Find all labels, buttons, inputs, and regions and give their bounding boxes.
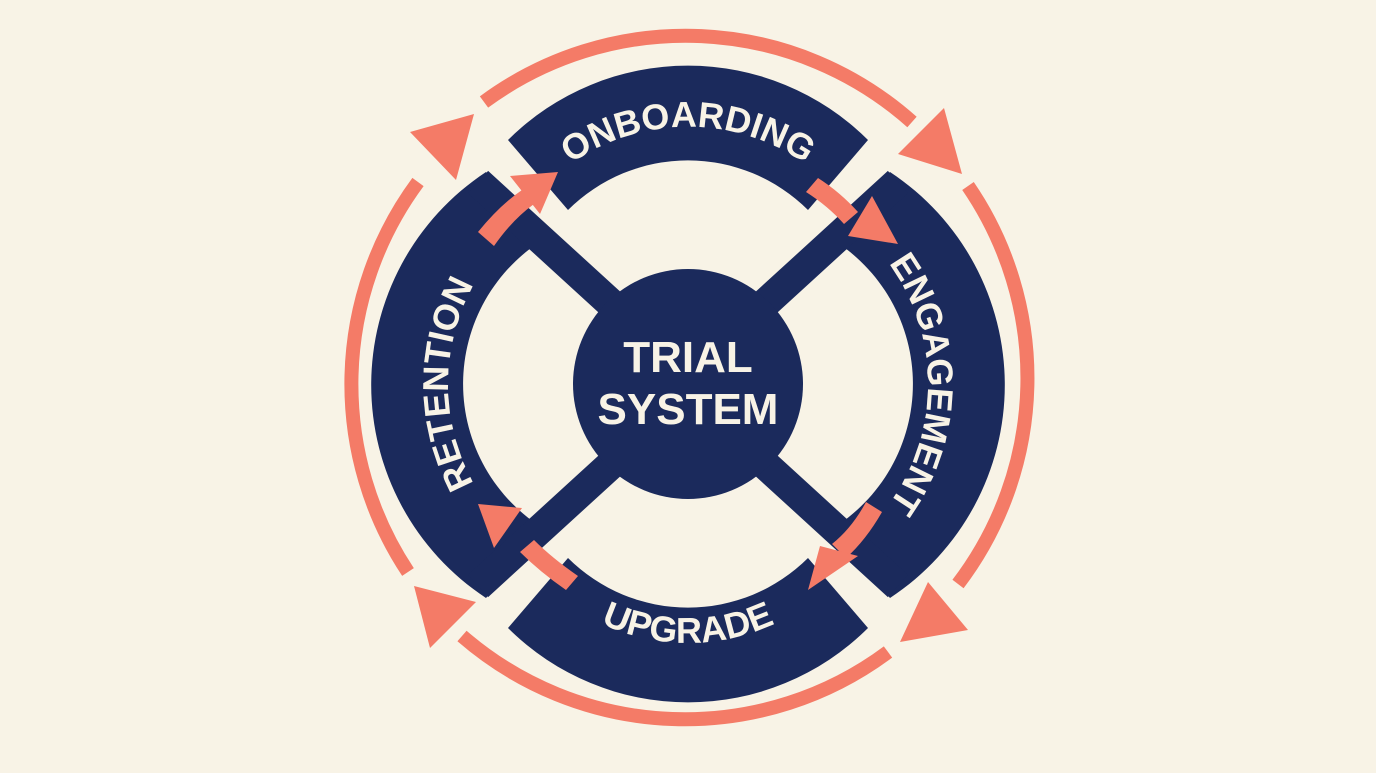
arrow-retention-to-onboarding-icon <box>478 172 558 246</box>
arrow-onboarding-to-engagement-icon <box>806 178 898 244</box>
arrowhead-bottom-right-icon <box>900 582 968 642</box>
center-title-line2: SYSTEM <box>598 385 779 434</box>
outer-arrow-right <box>952 182 1035 589</box>
outer-arrows <box>344 28 1035 727</box>
arrowhead-top-right-icon <box>898 108 962 174</box>
ring-segment-engagement <box>830 172 1005 598</box>
outer-arrow-bottom <box>457 630 893 727</box>
outer-arrow-left <box>344 177 424 576</box>
ring-segments <box>371 65 1005 703</box>
ring-segment-upgrade <box>508 558 868 703</box>
arrow-upgrade-to-retention-icon <box>478 504 578 590</box>
center-title-line1: TRIAL <box>623 333 753 382</box>
ring-segment-onboarding <box>508 65 868 211</box>
ring-segment-retention <box>371 172 546 598</box>
center-hub <box>573 269 803 499</box>
inner-arrows <box>478 172 898 590</box>
outer-arrow-top <box>479 28 917 128</box>
outer-arrowheads <box>410 108 968 648</box>
arrowhead-bottom-left-icon <box>414 586 476 648</box>
arrowhead-top-left-icon <box>410 114 474 180</box>
arrow-engagement-to-upgrade-icon <box>808 502 882 590</box>
